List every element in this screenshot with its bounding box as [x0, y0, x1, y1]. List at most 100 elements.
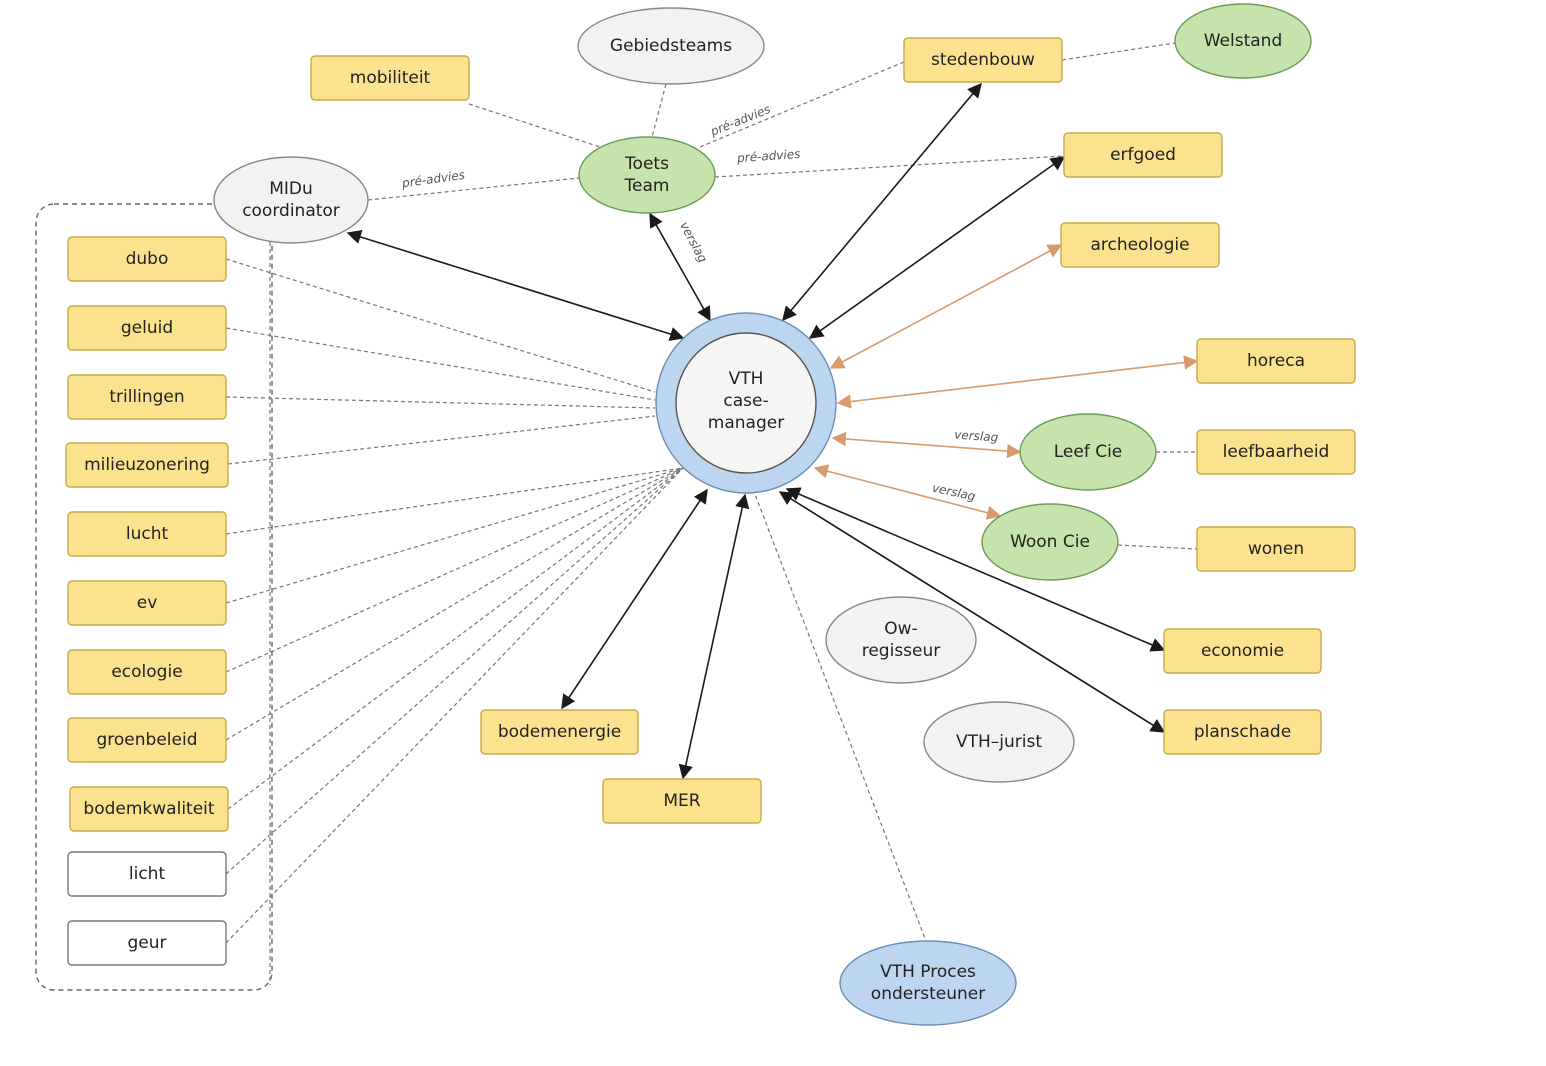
- node-ellipse: [577, 7, 765, 85]
- node-trillingen[interactable]: trillingen: [67, 374, 227, 420]
- node-box: [1196, 338, 1356, 384]
- node-welstand[interactable]: Welstand: [1174, 3, 1312, 79]
- node-label: geur: [127, 933, 166, 953]
- node-box: [1196, 429, 1356, 475]
- node-bodemenergie[interactable]: bodemenergie: [480, 709, 639, 755]
- node-box: [1063, 132, 1223, 178]
- node-label: groenbeleid: [97, 730, 198, 750]
- node-ecologie[interactable]: ecologie: [67, 649, 227, 695]
- node-milieuzonering[interactable]: milieuzonering: [65, 442, 229, 488]
- node-label: VTH Proces: [880, 962, 976, 982]
- node-label: milieuzonering: [84, 455, 210, 475]
- edge-line: [778, 491, 1166, 733]
- node-ellipse: [1019, 413, 1157, 491]
- edge-line: [699, 61, 905, 148]
- node-box: [310, 55, 470, 101]
- node-geur[interactable]: geur: [67, 920, 227, 966]
- node-label: horeca: [1247, 351, 1305, 371]
- edge-line: [225, 396, 656, 409]
- node-box: [67, 851, 227, 897]
- edge-line: [225, 467, 684, 535]
- edge-line: [367, 177, 580, 201]
- node-box: [1060, 222, 1220, 268]
- node-archeologie[interactable]: archeologie: [1060, 222, 1220, 268]
- node-box: [65, 442, 229, 488]
- node-label: ev: [137, 593, 158, 613]
- edge-line: [714, 155, 1065, 178]
- node-planschade[interactable]: planschade: [1163, 709, 1322, 755]
- node-erfgoed[interactable]: erfgoed: [1063, 132, 1223, 178]
- edge-line: [225, 467, 684, 944]
- node-economie[interactable]: economie: [1163, 628, 1322, 674]
- edge-line: [225, 258, 656, 393]
- node-label: Ow-: [884, 619, 917, 639]
- node-box: [903, 37, 1063, 83]
- node-label: VTH–jurist: [956, 732, 1042, 752]
- node-gebiedsteams[interactable]: Gebiedsteams: [577, 7, 765, 85]
- node-dubo[interactable]: dubo: [67, 236, 227, 282]
- node-geluid[interactable]: geluid: [67, 305, 227, 351]
- edge-line: [225, 327, 656, 401]
- node-groenbeleid[interactable]: groenbeleid: [67, 717, 227, 763]
- node-ellipse: [839, 940, 1017, 1026]
- node-bodemkwaliteit[interactable]: bodemkwaliteit: [69, 786, 229, 832]
- edge-line: [1117, 544, 1198, 550]
- edge-line: [227, 415, 656, 465]
- edge-line: [813, 464, 1002, 520]
- node-label: planschade: [1194, 722, 1291, 742]
- edge-line: [836, 355, 1199, 409]
- node-mobiliteit[interactable]: mobiliteit: [310, 55, 470, 101]
- node-label: wonen: [1248, 539, 1304, 559]
- node-wonen[interactable]: wonen: [1196, 526, 1356, 572]
- edge-label-pre-advies-3: pré-advies: [736, 147, 801, 165]
- node-licht[interactable]: licht: [67, 851, 227, 897]
- node-box: [67, 511, 227, 557]
- node-leefbaarheid[interactable]: leefbaarheid: [1196, 429, 1356, 475]
- node-stedenbouw[interactable]: stedenbouw: [903, 37, 1063, 83]
- node-label: economie: [1201, 641, 1284, 661]
- edge-line: [782, 82, 982, 322]
- edge-line: [1061, 42, 1176, 61]
- node-lucht[interactable]: lucht: [67, 511, 227, 557]
- node-label: erfgoed: [1110, 145, 1176, 165]
- node-vth-jurist[interactable]: VTH–jurist: [923, 701, 1075, 783]
- node-box: [1163, 628, 1322, 674]
- node-ev[interactable]: ev: [67, 580, 227, 626]
- node-woon-cie[interactable]: Woon Cie: [981, 503, 1119, 581]
- edge-line: [829, 244, 1063, 369]
- node-leef-cie[interactable]: Leef Cie: [1019, 413, 1157, 491]
- node-mer[interactable]: MER: [602, 778, 762, 824]
- milieu-group-frame: [35, 203, 273, 991]
- node-ellipse: [1174, 3, 1312, 79]
- node-ellipse: [981, 503, 1119, 581]
- node-label: stedenbouw: [931, 50, 1035, 70]
- node-box: [67, 920, 227, 966]
- edges: [225, 42, 1199, 985]
- edge-label-verslag-2: verslag: [954, 427, 999, 444]
- edge-line: [346, 230, 685, 341]
- node-label: licht: [129, 864, 166, 884]
- node-label: VTH: [729, 369, 764, 389]
- node-label: dubo: [126, 249, 169, 269]
- edge-line: [831, 431, 1022, 459]
- node-label: bodemkwaliteit: [83, 799, 214, 819]
- node-label: Welstand: [1204, 31, 1283, 51]
- edge-line: [678, 493, 750, 780]
- node-label: case-: [723, 391, 768, 411]
- node-label: regisseur: [862, 641, 941, 661]
- node-label: Leef Cie: [1054, 442, 1123, 462]
- node-box: [1163, 709, 1322, 755]
- node-horeca[interactable]: horeca: [1196, 338, 1356, 384]
- edge-label-pre-advies-2: pré-advies: [708, 102, 773, 139]
- node-ow-regisseur[interactable]: Ow-regisseur: [825, 596, 977, 684]
- node-label: mobiliteit: [350, 68, 431, 88]
- edge-line: [225, 467, 684, 741]
- node-ellipse: [825, 596, 977, 684]
- node-ellipse: [923, 701, 1075, 783]
